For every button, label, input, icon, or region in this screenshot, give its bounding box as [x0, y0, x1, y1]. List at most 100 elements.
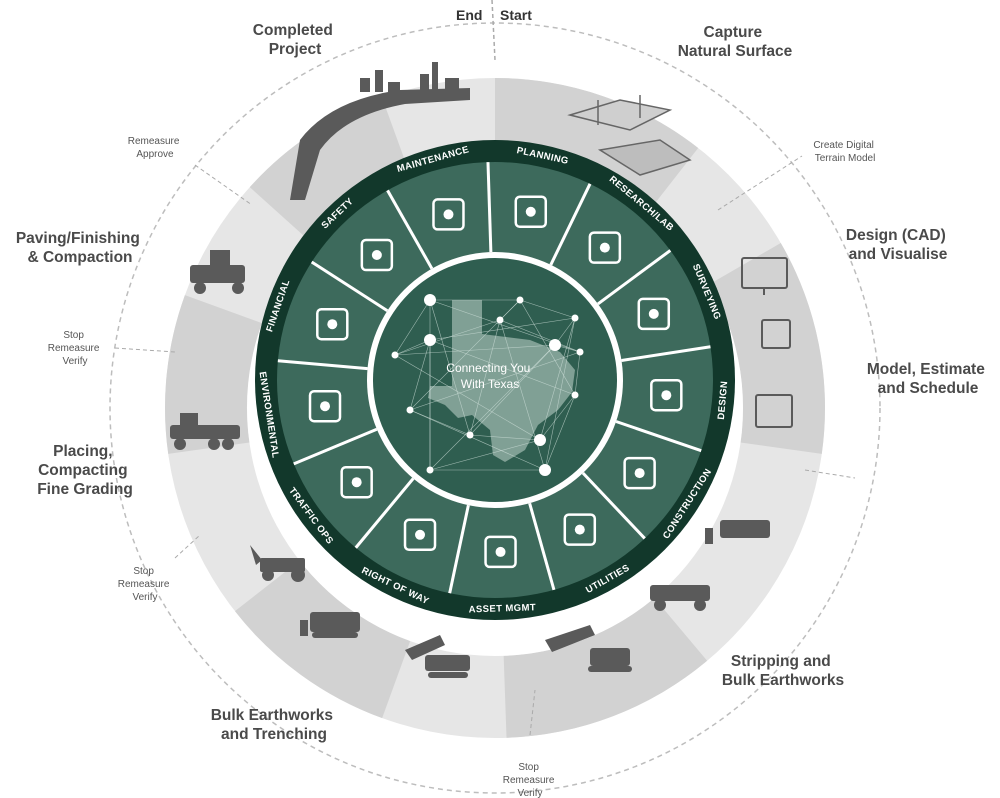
road-arrows-icon: [403, 518, 437, 552]
phase-placing-label: Placing, Compacting Fine Grading: [37, 443, 133, 498]
network-line: [409, 409, 546, 471]
network-node: [516, 296, 524, 304]
network-line: [499, 299, 521, 321]
phase-completed-label: Completed Project: [253, 22, 337, 58]
phase-model-label: Model, Estimate and Schedule: [867, 361, 989, 397]
network-line: [394, 319, 501, 356]
network-line: [429, 439, 541, 471]
phase-design-label: Design (CAD) and Visualise: [846, 227, 950, 263]
network-node: [571, 391, 579, 399]
network-line: [519, 299, 576, 319]
survey-tripod-icon: [637, 297, 671, 331]
network-node: [424, 294, 436, 306]
segment-divider: [549, 183, 592, 266]
excavator-lower-icon: [405, 635, 470, 678]
note-remeasure-approve: Remeasure Approve: [128, 136, 182, 160]
texas-map-shape: [428, 300, 575, 462]
network-line: [469, 434, 541, 441]
end-label: End: [456, 7, 482, 23]
growth-chart-icon: [316, 307, 349, 341]
network-node: [534, 434, 546, 446]
tools-icon: [563, 513, 597, 546]
stop-lower-left-leader: [174, 534, 201, 559]
center-title: Connecting You With Texas: [446, 361, 533, 391]
network-node: [576, 348, 584, 356]
note-dtm: Create Digital Terrain Model: [813, 140, 876, 164]
design-cad-icon: [741, 257, 793, 428]
segment-divider: [581, 471, 646, 540]
start-label: Start: [500, 7, 532, 23]
paver-icon: [190, 250, 245, 294]
right-leader: [804, 469, 856, 479]
segment-divider: [354, 477, 415, 549]
network-line: [499, 319, 581, 353]
network-line: [409, 339, 431, 411]
checklist-icon: [514, 195, 548, 229]
phase-stripping-label: Stripping and Bulk Earthworks: [722, 653, 844, 689]
network-node: [571, 314, 579, 322]
segment-divider: [597, 249, 672, 306]
network-line: [574, 351, 581, 396]
note-stop-left: Stop Remeasure Verify: [48, 330, 102, 367]
network-node: [496, 316, 504, 324]
network-line: [409, 351, 581, 411]
network-line: [544, 394, 576, 471]
segment-divider: [386, 189, 434, 270]
network-nodes: [391, 294, 584, 476]
phase-paving-label: Paving/Finishing & Compaction: [16, 230, 144, 266]
flask-icon: [588, 231, 622, 264]
network-line: [469, 319, 501, 436]
excavator-icon: [623, 456, 656, 490]
excavator-right-icon: [545, 625, 632, 672]
network-node: [391, 351, 399, 359]
network-node: [426, 466, 434, 474]
segment-divider: [486, 162, 493, 253]
backhoe-icon: [250, 545, 305, 582]
network-line: [539, 394, 576, 441]
network-line: [429, 299, 471, 436]
traffic-cone-icon: [360, 238, 394, 272]
dtm-leader: [717, 155, 803, 211]
network-line: [394, 339, 431, 356]
network-node: [549, 339, 561, 351]
outer-cycle-circle: [109, 22, 881, 794]
intersection-icon: [340, 465, 373, 499]
stop-left-leader: [114, 347, 176, 353]
phase-bulk-label: Bulk Earthworks and Trenching: [211, 707, 338, 743]
remeasure-approve-leader: [194, 164, 253, 206]
gear-hands-icon: [484, 535, 517, 569]
segment-dividers: [277, 162, 711, 594]
segment-divider: [528, 502, 556, 591]
network-line: [394, 344, 556, 356]
note-stop-lower-left: Stop Remeasure Verify: [118, 566, 172, 603]
phase-capture-label: Capture Natural Surface: [678, 24, 793, 60]
network-node: [424, 334, 436, 346]
network-line: [469, 344, 556, 436]
network-node: [406, 406, 414, 414]
network-line: [394, 299, 431, 356]
dozer-right-icon: [705, 520, 770, 544]
network-line: [519, 299, 576, 396]
phase-wedge: [234, 560, 411, 719]
segment-divider: [293, 427, 378, 466]
segment-icons: [308, 195, 683, 569]
worker-icon: [432, 198, 465, 231]
ring-label: DESIGN: [716, 380, 730, 420]
scraper-icon: [650, 585, 710, 611]
segment-divider: [621, 345, 711, 362]
start-end-divider: [491, 0, 496, 61]
surface-capture-icon: [567, 95, 692, 176]
network-line: [544, 317, 576, 471]
network-node: [466, 431, 474, 439]
city-road-icon: [290, 62, 470, 200]
ring-label: ASSET MGMT: [469, 602, 537, 615]
plant-hand-icon: [308, 389, 342, 423]
network-line: [429, 344, 556, 471]
phase-wedge: [495, 78, 699, 213]
stop-bottom-leader: [529, 689, 536, 736]
gear-pencil-icon: [650, 378, 683, 412]
network-line: [429, 339, 576, 396]
note-stop-bottom: Stop Remeasure Verify: [503, 762, 557, 798]
segment-divider: [615, 420, 702, 453]
segment-divider: [277, 359, 368, 371]
